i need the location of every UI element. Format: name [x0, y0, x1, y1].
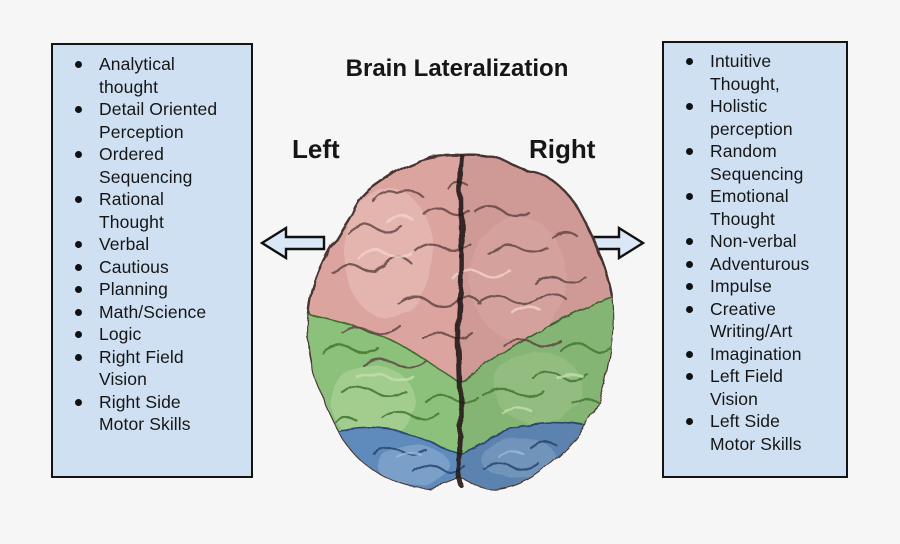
list-item: Cautious [75, 256, 247, 279]
list-item-text: Adventurous [710, 253, 810, 274]
bullet-icon [75, 143, 99, 158]
list-item-text: Imagination [710, 343, 802, 364]
list-item: Left Side Motor Skills [686, 410, 842, 455]
left-hemisphere-label: Left [292, 134, 340, 164]
brain-illustration [306, 153, 615, 491]
bullet-icon [686, 275, 710, 290]
list-item: Verbal [75, 233, 247, 256]
list-item: Random Sequencing [686, 140, 842, 185]
list-item-text: Random Sequencing [710, 141, 804, 184]
list-item-text: Planning [99, 279, 168, 299]
bullet-icon [75, 323, 99, 338]
bullet-icon [686, 140, 710, 155]
list-item: Non-verbal [686, 230, 842, 253]
list-item-text: Left Side Motor Skills [710, 411, 802, 454]
list-item-text: Rational Thought [99, 189, 165, 232]
list-item-text: Non-verbal [710, 231, 797, 251]
bullet-icon [75, 391, 99, 406]
list-item: Creative Writing/Art [686, 298, 842, 343]
list-item: Ordered Sequencing [75, 143, 247, 188]
list-item: Emotional Thought [686, 185, 842, 230]
list-item: Left Field Vision [686, 365, 842, 410]
list-item: Rational Thought [75, 188, 247, 233]
list-item: Adventurous [686, 253, 842, 276]
list-item: Imagination [686, 343, 842, 366]
bullet-icon [75, 256, 99, 271]
bullet-icon [75, 346, 99, 361]
list-item: Detail Oriented Perception [75, 98, 247, 143]
bullet-icon [686, 365, 710, 380]
bullet-icon [686, 253, 710, 268]
bullet-icon [686, 298, 710, 313]
left-arrow-icon [259, 225, 326, 261]
bullet-icon [686, 230, 710, 245]
list-item-text: Cautious [99, 256, 169, 277]
bullet-icon [686, 95, 710, 110]
list-item-text: Emotional Thought [710, 186, 789, 229]
list-item: Impulse [686, 275, 842, 298]
bullet-icon [686, 185, 710, 200]
brain-midline-fissure [455, 154, 465, 488]
bullet-icon [686, 50, 710, 65]
list-item-text: Math/Science [99, 301, 207, 322]
list-item-text: Logic [99, 324, 142, 344]
list-item: Right Field Vision [75, 346, 247, 391]
list-item: Holistic perception [686, 95, 842, 140]
bullet-icon [75, 301, 99, 316]
list-item-text: Creative Writing/Art [710, 298, 793, 342]
list-item: Intuitive Thought, [686, 50, 842, 95]
list-item-text: Holistic perception [710, 96, 793, 139]
bullet-icon [75, 98, 99, 113]
bullet-icon [686, 410, 710, 425]
list-item-text: Analytical thought [99, 54, 175, 97]
list-item-text: Left Field Vision [710, 366, 783, 409]
list-item-text: Detail Oriented Perception [99, 99, 218, 142]
list-item-text: Verbal [99, 234, 150, 254]
left-hemisphere-panel: Analytical thought Detail Oriented Perce… [51, 43, 253, 478]
bullet-icon [75, 278, 99, 293]
right-hemisphere-panel: Intuitive Thought, Holistic perception R… [662, 41, 848, 478]
list-item-text: Ordered Sequencing [99, 144, 193, 187]
list-item-text: Impulse [710, 276, 772, 296]
right-hemisphere-label: Right [529, 134, 596, 164]
left-traits-list: Analytical thought Detail Oriented Perce… [53, 45, 251, 436]
list-item: Planning [75, 278, 247, 301]
bullet-icon [75, 53, 99, 68]
list-item: Logic [75, 323, 247, 346]
page-title: Brain Lateralization [345, 55, 569, 82]
right-traits-list: Intuitive Thought, Holistic perception R… [664, 43, 846, 455]
bullet-icon [75, 188, 99, 203]
list-item: Right Side Motor Skills [75, 391, 247, 436]
list-item: Math/Science [75, 301, 247, 324]
bullet-icon [686, 343, 710, 358]
list-item-text: Intuitive Thought, [710, 51, 780, 94]
bullet-icon [75, 233, 99, 248]
list-item: Analytical thought [75, 53, 247, 98]
list-item-text: Right Field Vision [99, 346, 184, 390]
list-item-text: Right Side Motor Skills [99, 391, 191, 435]
